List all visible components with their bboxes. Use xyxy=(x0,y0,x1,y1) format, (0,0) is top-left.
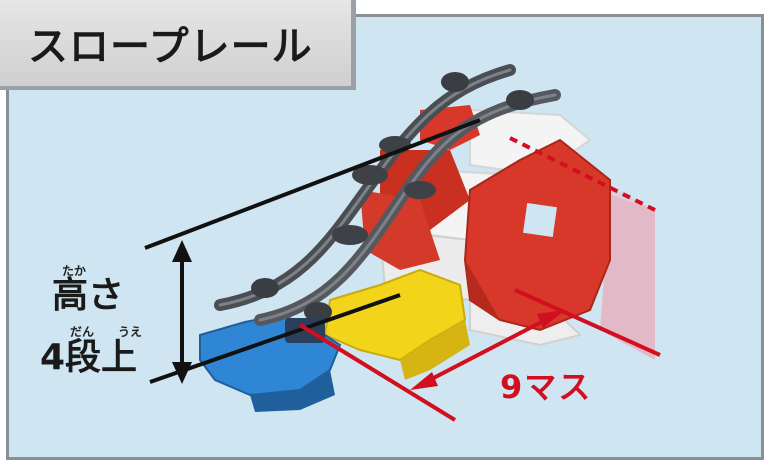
height-ruby-ue: うえ xyxy=(118,325,143,339)
height-measure xyxy=(144,118,481,384)
page-title: スロープレール xyxy=(28,24,313,70)
length-measure xyxy=(298,136,661,422)
red-blocks xyxy=(360,105,611,332)
rail-track xyxy=(214,64,561,343)
height-label-line2: 4段上 xyxy=(40,337,138,378)
slope-plane xyxy=(600,195,655,360)
height-ruby-dan: だん xyxy=(70,325,95,339)
yellow-block xyxy=(323,268,470,380)
height-label-line1: 高さ xyxy=(52,275,125,316)
length-label: 9マス xyxy=(500,368,593,406)
title-tab: スロープレール xyxy=(0,0,356,90)
height-ruby-top: たか xyxy=(62,264,87,278)
